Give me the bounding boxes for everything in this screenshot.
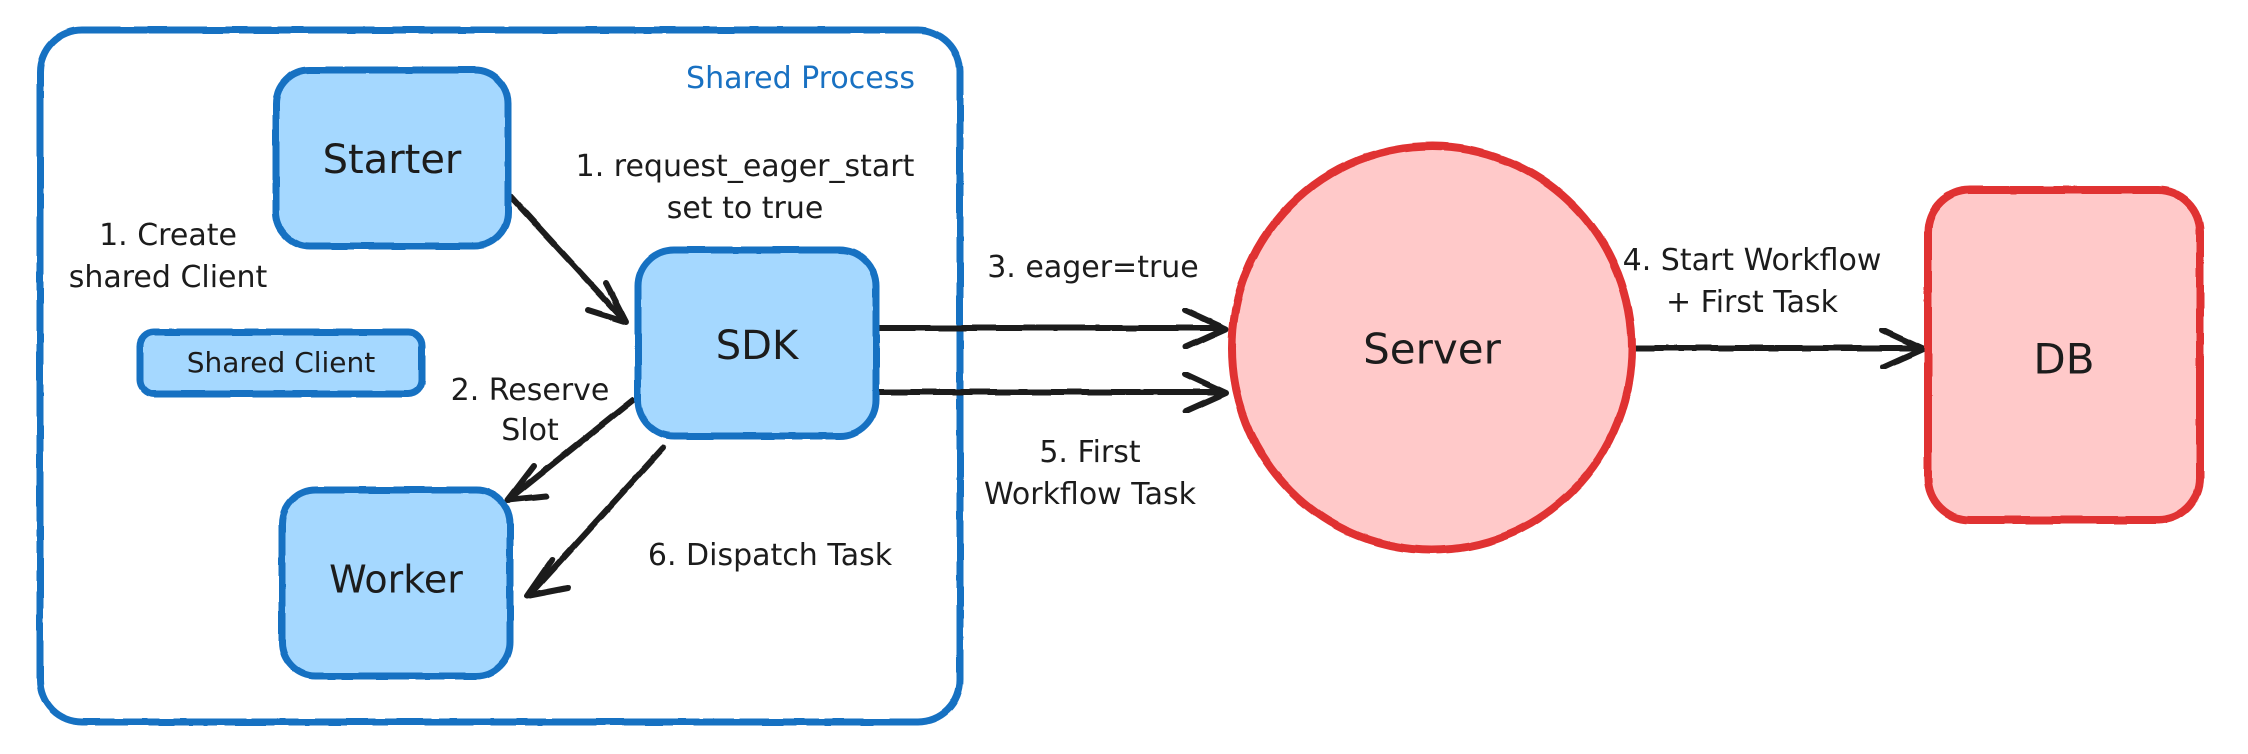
edge-request-eager-start	[497, 182, 629, 325]
node-shared-client[interactable]	[136, 328, 426, 398]
node-sdk[interactable]	[634, 246, 880, 440]
svg-text:+ First Task: + First Task	[1666, 285, 1839, 320]
node-shared-client-label: Shared Client	[187, 346, 376, 379]
edge-label-eager-true: 3. eager=true	[987, 250, 1199, 285]
edge-start-workflow-first-task	[1633, 327, 1926, 370]
svg-text:1. Create: 1. Create	[99, 218, 237, 253]
svg-text:3. eager=true: 3. eager=true	[987, 250, 1199, 285]
edge-label-dispatch-task: 6. Dispatch Task	[648, 538, 893, 573]
edge-dispatch-task	[524, 445, 666, 599]
svg-text:Slot: Slot	[501, 413, 559, 448]
node-server[interactable]	[1228, 142, 1636, 554]
svg-text:shared Client: shared Client	[69, 260, 268, 295]
edge-label-reserve-slot: 2. Reserve Slot	[451, 373, 610, 448]
node-worker-shape	[278, 486, 514, 680]
svg-text:set to true: set to true	[667, 191, 824, 226]
node-sdk-label: SDK	[716, 323, 800, 369]
node-server-shape	[1228, 142, 1636, 554]
node-db-label: DB	[2033, 335, 2094, 384]
node-starter-label: Starter	[323, 137, 462, 183]
node-starter[interactable]	[272, 66, 512, 250]
edge-label-create-shared-client: 1. Create shared Client	[69, 218, 268, 295]
svg-text:Workflow Task: Workflow Task	[984, 477, 1197, 512]
edge-eager-true	[873, 307, 1229, 350]
svg-text:5. First: 5. First	[1039, 435, 1141, 470]
edge-label-first-workflow-task: 5. First Workflow Task	[984, 435, 1197, 512]
node-starter-shape	[272, 66, 512, 250]
node-db-shape	[1924, 186, 2204, 524]
edge-first-workflow-task	[873, 371, 1229, 414]
node-sdk-shape	[634, 246, 880, 440]
shared-process-title: Shared Process	[686, 61, 915, 96]
node-worker[interactable]	[278, 486, 514, 680]
svg-text:6. Dispatch Task: 6. Dispatch Task	[648, 538, 893, 573]
node-worker-label: Worker	[329, 558, 463, 602]
node-db[interactable]	[1924, 186, 2204, 524]
group-shared-process	[36, 26, 964, 726]
svg-text:4. Start Workflow: 4. Start Workflow	[1623, 243, 1882, 278]
edge-label-request-eager-start: 1. request_eager_start set to true	[576, 149, 915, 226]
node-shared-client-shape	[136, 328, 426, 398]
shared-process-border	[36, 26, 964, 726]
svg-text:2. Reserve: 2. Reserve	[451, 373, 610, 408]
svg-text:1. request_eager_start: 1. request_eager_start	[576, 149, 915, 184]
edge-reserve-slot	[505, 397, 636, 503]
edge-label-start-workflow-first-task: 4. Start Workflow + First Task	[1623, 243, 1882, 320]
node-server-label: Server	[1363, 325, 1501, 374]
